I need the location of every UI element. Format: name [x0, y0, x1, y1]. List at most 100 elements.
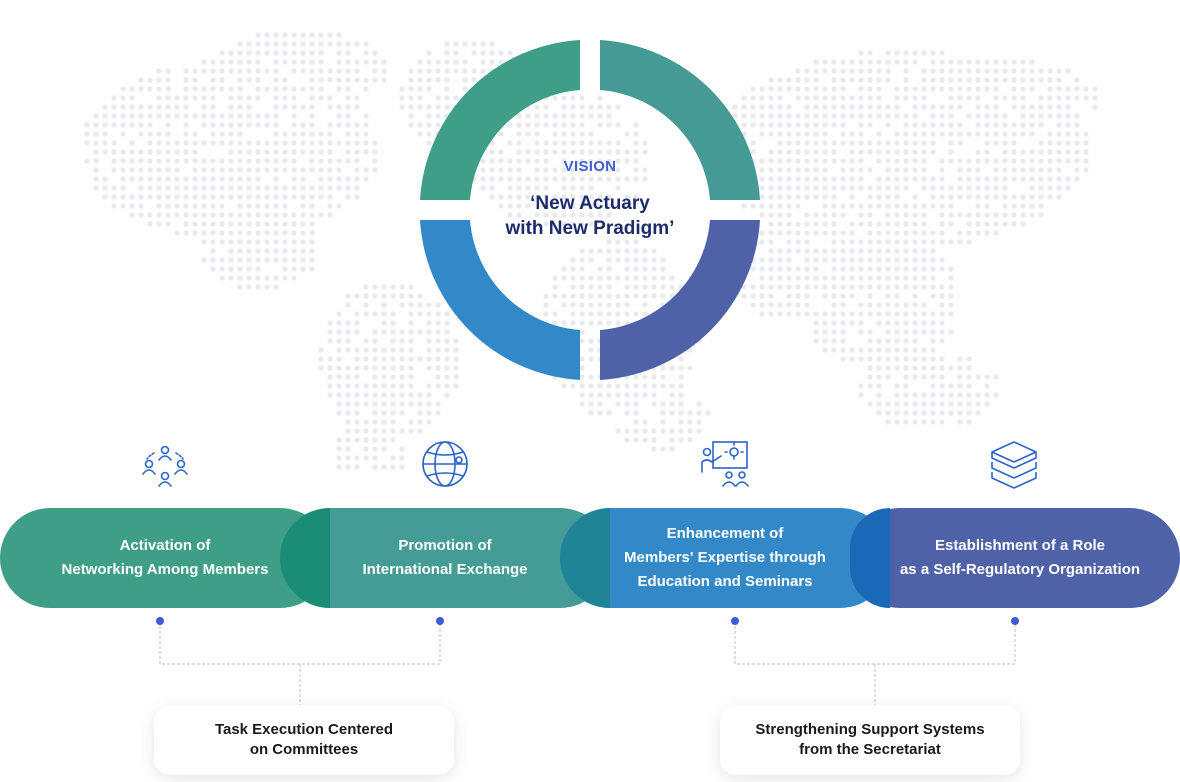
map-dot [741, 203, 747, 209]
map-dot [993, 68, 999, 74]
map-dot [129, 149, 135, 155]
map-dot [147, 113, 153, 119]
map-dot [615, 392, 621, 398]
map-dot [921, 212, 927, 218]
map-dot [606, 257, 612, 263]
map-dot [264, 257, 270, 263]
map-dot [993, 86, 999, 92]
map-dot [831, 149, 837, 155]
map-dot [912, 275, 918, 281]
map-dot [831, 158, 837, 164]
map-dot [822, 257, 828, 263]
map-dot [813, 104, 819, 110]
map-dot [264, 113, 270, 119]
map-dot [138, 131, 144, 137]
map-dot [444, 86, 450, 92]
map-dot [1092, 95, 1098, 101]
map-dot [444, 338, 450, 344]
map-dot [489, 185, 495, 191]
map-dot [111, 167, 117, 173]
map-dot [354, 68, 360, 74]
map-dot [840, 131, 846, 137]
map-dot [1065, 104, 1071, 110]
map-dot [147, 158, 153, 164]
map-dot [849, 176, 855, 182]
map-dot [876, 347, 882, 353]
map-dot [282, 158, 288, 164]
map-dot [1020, 221, 1026, 227]
map-dot [561, 131, 567, 137]
map-dot [354, 311, 360, 317]
map-dot [858, 158, 864, 164]
map-dot [390, 455, 396, 461]
map-dot [372, 158, 378, 164]
map-dot [777, 149, 783, 155]
map-dot [345, 41, 351, 47]
map-dot [597, 320, 603, 326]
map-dot [300, 221, 306, 227]
map-dot [192, 131, 198, 137]
map-dot [561, 293, 567, 299]
map-dot [885, 221, 891, 227]
map-dot [237, 239, 243, 245]
map-dot [885, 176, 891, 182]
vision-ring [420, 40, 760, 380]
map-dot [921, 320, 927, 326]
map-dot [273, 212, 279, 218]
map-dot [660, 401, 666, 407]
map-dot [831, 212, 837, 218]
map-dot [120, 158, 126, 164]
map-dot [1047, 86, 1053, 92]
map-dot [228, 212, 234, 218]
map-dot [957, 122, 963, 128]
map-dot [912, 356, 918, 362]
map-dot [606, 122, 612, 128]
map-dot [912, 374, 918, 380]
map-dot [417, 302, 423, 308]
map-dot [786, 221, 792, 227]
map-dot [993, 230, 999, 236]
map-dot [1065, 86, 1071, 92]
map-dot [777, 113, 783, 119]
map-dot [111, 122, 117, 128]
map-dot [219, 176, 225, 182]
map-dot [939, 176, 945, 182]
map-dot [390, 383, 396, 389]
map-dot [273, 32, 279, 38]
map-dot [1056, 176, 1062, 182]
map-dot [453, 365, 459, 371]
map-dot [597, 266, 603, 272]
map-dot [813, 266, 819, 272]
map-dot [165, 149, 171, 155]
map-dot [1029, 203, 1035, 209]
map-dot [930, 176, 936, 182]
map-dot [867, 122, 873, 128]
map-dot [327, 320, 333, 326]
map-dot [570, 320, 576, 326]
map-dot [408, 419, 414, 425]
map-dot [165, 68, 171, 74]
map-dot [345, 428, 351, 434]
map-dot [867, 149, 873, 155]
map-dot [1002, 95, 1008, 101]
map-dot [840, 230, 846, 236]
map-dot [309, 86, 315, 92]
map-dot [570, 293, 576, 299]
map-dot [327, 212, 333, 218]
map-dot [183, 77, 189, 83]
map-dot [372, 401, 378, 407]
map-dot [957, 239, 963, 245]
map-dot [588, 140, 594, 146]
map-dot [354, 158, 360, 164]
map-dot [471, 50, 477, 56]
map-dot [345, 329, 351, 335]
map-dot [651, 257, 657, 263]
map-dot [939, 77, 945, 83]
map-dot [210, 248, 216, 254]
map-dot [210, 95, 216, 101]
map-dot [390, 284, 396, 290]
map-dot [300, 59, 306, 65]
map-dot [687, 437, 693, 443]
map-dot [165, 104, 171, 110]
map-dot [462, 77, 468, 83]
